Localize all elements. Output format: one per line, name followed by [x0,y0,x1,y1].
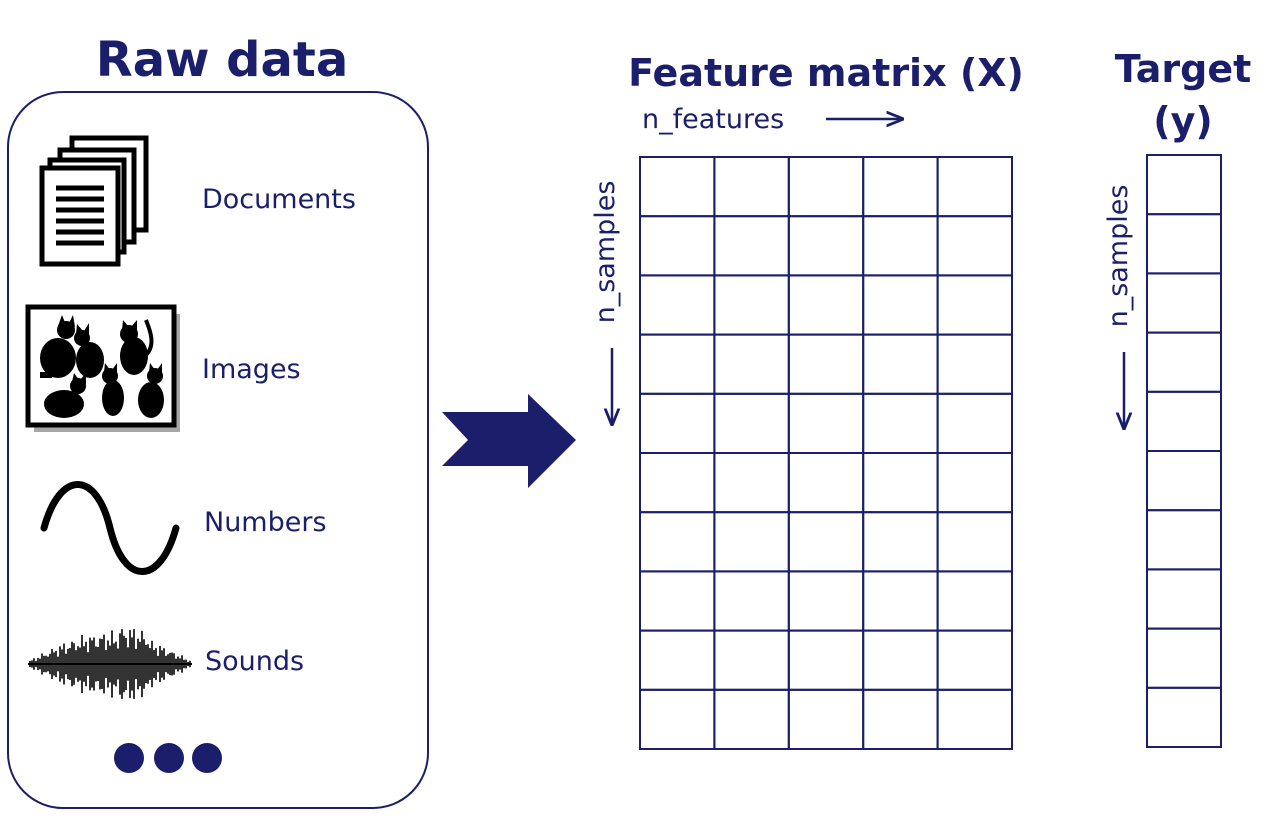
target-cell [1146,686,1222,748]
matrix-cell [936,156,1013,218]
matrix-cell [936,570,1013,632]
matrix-cell [787,156,865,218]
matrix-cell [787,333,865,395]
matrix-cell [862,274,939,336]
matrix-cell [936,215,1013,277]
raw-item-label-numbers: Numbers [204,507,327,538]
matrix-cell [639,274,716,336]
matrix-cell [936,333,1013,395]
matrix-cell [713,688,790,750]
matrix-cell [787,452,865,514]
matrix-cell [787,274,865,336]
matrix-cell [713,156,790,218]
matrix-cell [639,511,716,573]
matrix-cell [862,570,939,632]
raw-item-label-images: Images [202,354,301,385]
n-features-label: n_features [642,104,784,135]
matrix-cell [862,156,939,218]
matrix-cell [936,511,1013,573]
matrix-cell [639,333,716,395]
matrix-cell [936,274,1013,336]
matrix-cell [713,511,790,573]
matrix-cell [713,629,790,691]
feature-matrix-title: Feature matrix (X) [628,51,1024,95]
target-cell [1146,213,1222,275]
cats-image-icon [25,304,180,432]
matrix-cell [787,511,865,573]
matrix-cell [787,392,865,454]
feature-matrix-grid [639,156,1013,750]
matrix-cell [936,629,1013,691]
ellipsis-dots-icon [114,743,222,773]
matrix-cell [639,570,716,632]
raw-item-label-sounds: Sounds [205,646,304,677]
target-cell [1146,390,1222,452]
matrix-cell [713,392,790,454]
matrix-cell [787,688,865,750]
target-cell [1146,627,1222,689]
target-cell [1146,272,1222,334]
target-cell [1146,509,1222,571]
right-arrow-icon [442,394,576,488]
target-vector-grid [1146,154,1222,748]
matrix-cell [936,688,1013,750]
matrix-cell [936,452,1013,514]
matrix-cell [787,215,865,277]
matrix-n-samples-label: n_samples [590,181,621,324]
matrix-cell [862,215,939,277]
matrix-cell [639,629,716,691]
matrix-cell [862,392,939,454]
matrix-cell [862,511,939,573]
matrix-cell [639,452,716,514]
raw-item-label-documents: Documents [202,184,356,215]
matrix-cell [713,452,790,514]
target-cell [1146,568,1222,630]
matrix-cell [639,156,716,218]
sound-waveform-icon [28,629,192,699]
matrix-cell [713,333,790,395]
matrix-cell [862,629,939,691]
documents-icon [39,135,149,267]
raw-data-panel [7,91,429,809]
matrix-cell [787,570,865,632]
sine-wave-icon [40,481,180,575]
matrix-cell [862,452,939,514]
matrix-cell [862,333,939,395]
target-title-line1: Target [1115,47,1252,91]
raw-data-title: Raw data [96,32,349,88]
target-title-line2: (y) [1153,99,1213,143]
matrix-cell [936,392,1013,454]
matrix-cell [713,274,790,336]
target-n-samples-label: n_samples [1103,185,1134,328]
target-cell [1146,154,1222,216]
target-cell [1146,450,1222,512]
matrix-cell [639,215,716,277]
matrix-cell [639,392,716,454]
matrix-cell [862,688,939,750]
matrix-cell [787,629,865,691]
target-cell [1146,331,1222,393]
matrix-cell [713,215,790,277]
matrix-cell [713,570,790,632]
matrix-cell [639,688,716,750]
